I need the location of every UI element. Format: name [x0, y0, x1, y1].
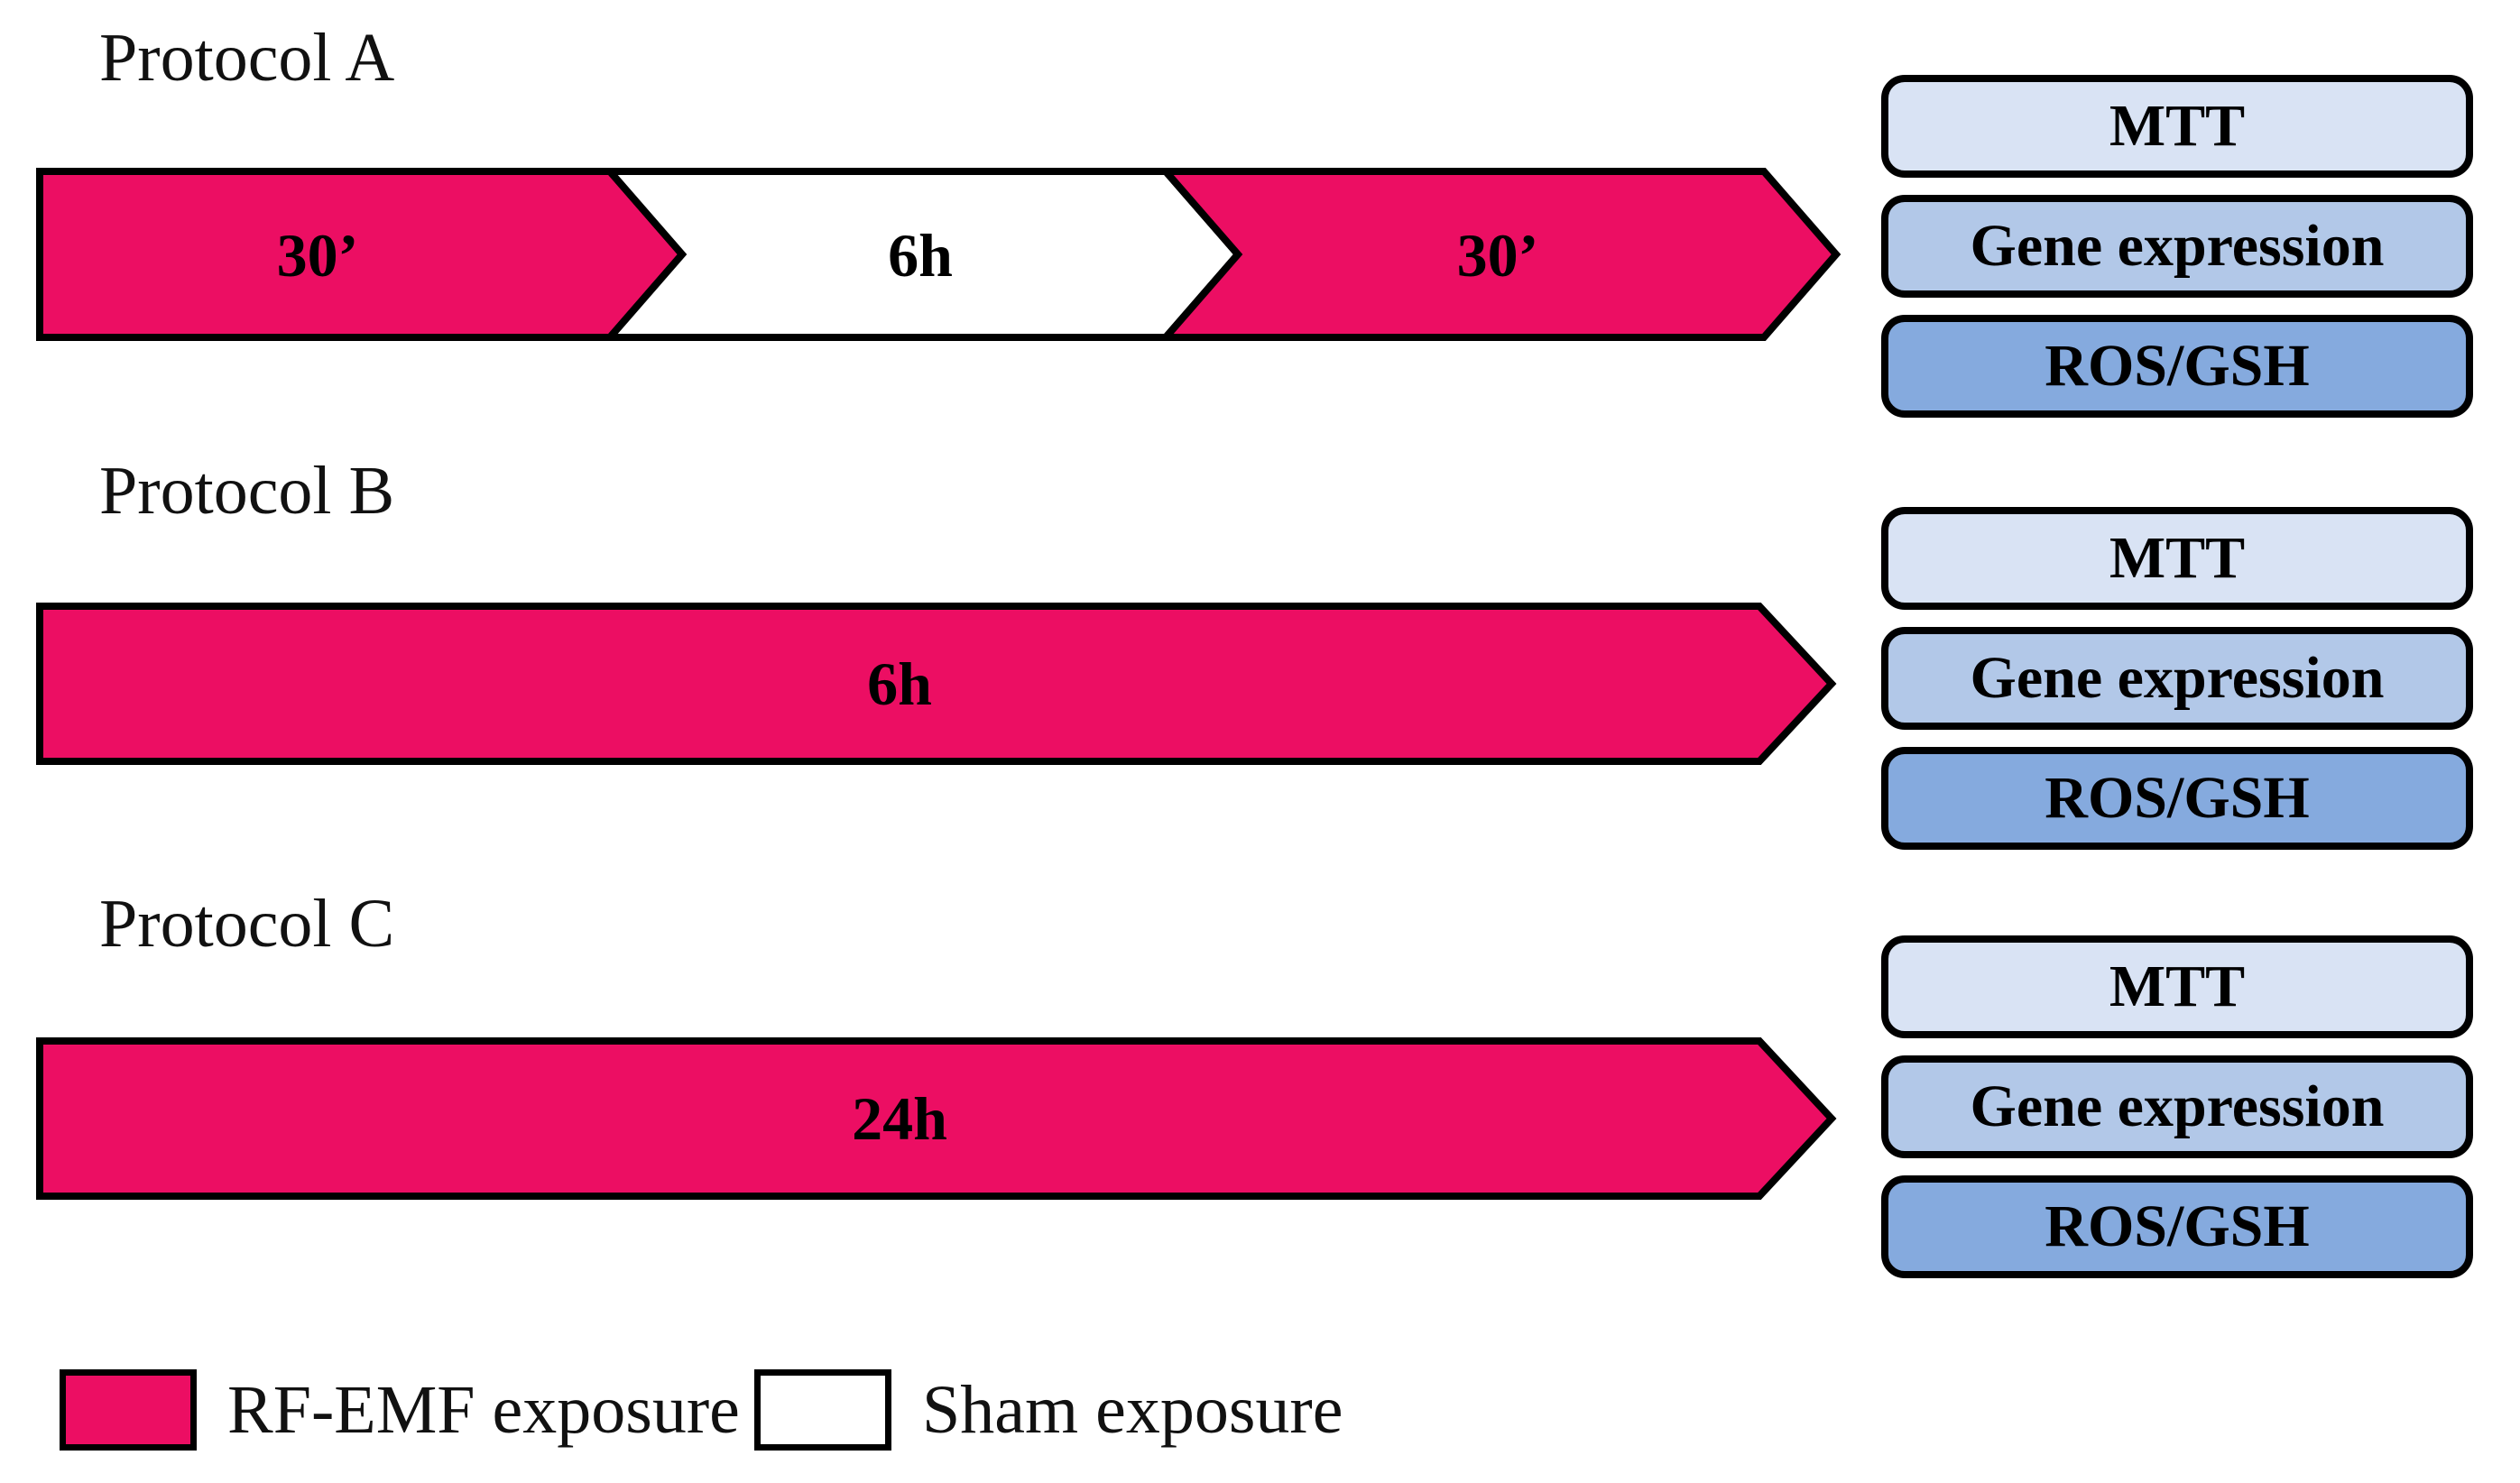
legend-label-rf-emf: RF-EMF exposure [227, 1372, 740, 1448]
protocol-a-segment-1-rf-arrow [36, 168, 688, 341]
protocol-a-assay-box-gene-expression: Gene expression [1881, 195, 2473, 298]
protocol-b-segment-1-rf-arrow [36, 603, 1837, 765]
legend-item-rf-emf: RF-EMF exposure [60, 1369, 740, 1451]
protocol-b-title: Protocol B [99, 453, 395, 529]
protocol-c-assay-box-mtt: MTT [1881, 935, 2473, 1038]
protocol-b-segment-1-label: 6h [867, 649, 932, 718]
protocol-c-segment-1-rf-arrow [36, 1037, 1837, 1200]
protocol-a-title: Protocol A [99, 20, 395, 96]
legend-swatch-sham [754, 1369, 891, 1451]
legend-item-sham: Sham exposure [754, 1369, 1343, 1451]
protocol-c-assay-box-ros-gsh: ROS/GSH [1881, 1175, 2473, 1278]
protocol-b-assay-box-mtt: MTT [1881, 507, 2473, 610]
protocol-a-assay-box-mtt: MTT [1881, 75, 2473, 178]
protocol-a-segment-3-label: 30’ [1456, 221, 1539, 290]
protocol-a-segment-3-rf-arrow [1158, 168, 1842, 341]
protocol-b-assay-box-gene-expression: Gene expression [1881, 627, 2473, 730]
protocol-a-timeline-arrows [36, 168, 1842, 341]
legend-swatch-rf-emf [60, 1369, 197, 1451]
protocol-a-assay-box-ros-gsh: ROS/GSH [1881, 315, 2473, 418]
protocol-b-timeline-arrow [36, 603, 1837, 765]
protocol-c-assay-box-gene-expression: Gene expression [1881, 1055, 2473, 1158]
protocol-c-title: Protocol C [99, 886, 395, 962]
protocol-a-segment-2-label: 6h [888, 221, 953, 290]
protocol-c-timeline-arrow [36, 1037, 1837, 1200]
protocol-b-assay-box-ros-gsh: ROS/GSH [1881, 747, 2473, 850]
protocol-a-segment-1-label: 30’ [276, 221, 359, 290]
protocol-c-segment-1-label: 24h [852, 1084, 947, 1153]
legend-label-sham: Sham exposure [922, 1372, 1343, 1448]
